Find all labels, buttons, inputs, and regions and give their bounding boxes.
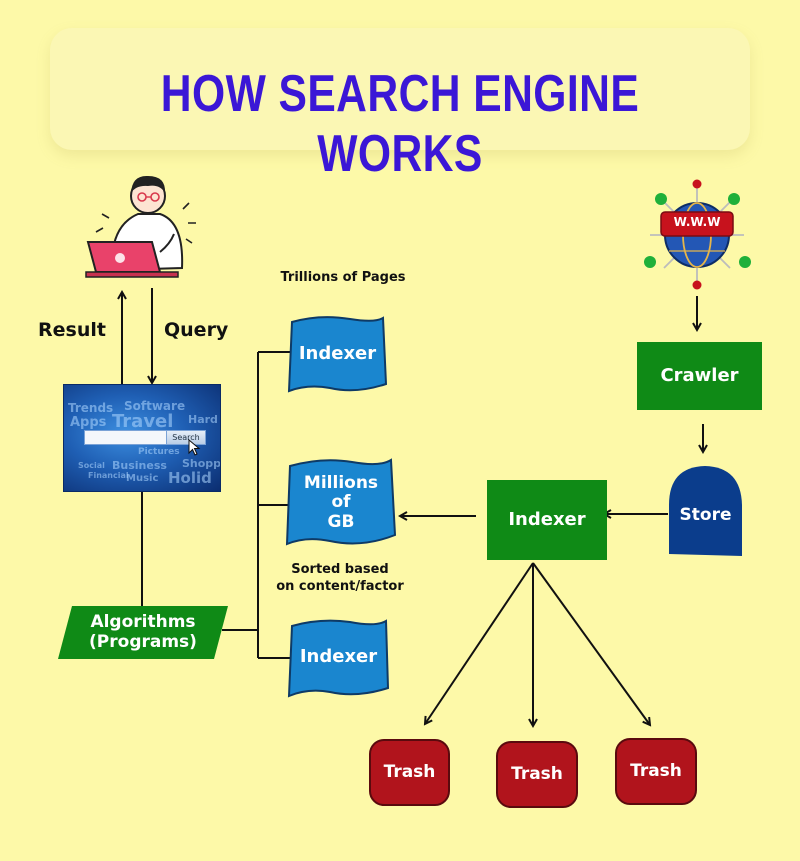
trash-label-3: Trash [630,760,682,781]
search-input [84,430,168,445]
search-button: Search [166,430,206,445]
panel-word: Social [78,461,105,470]
trash-node-3 [615,738,697,805]
indexer-top-node [287,316,388,393]
indexer-main-label: Indexer [508,508,586,530]
cursor-icon [188,439,201,456]
panel-word: Hard [188,413,218,426]
arrow-to-trash-1 [425,562,534,724]
algorithms-node [58,606,228,659]
panel-word: Trends [68,401,114,415]
trash-label-2: Trash [511,763,563,784]
trash-node-1 [369,739,450,806]
trash-label-1: Trash [383,761,436,782]
millions-gb-label: Millions of GB [303,472,379,532]
sorted-note: Sorted based on content/factor [276,562,404,594]
indexer-top-label: Indexer [298,342,377,364]
www-globe-icon [644,179,751,290]
store-node [669,466,742,556]
user-laptop-illustration [85,175,196,278]
title-card: HOW SEARCH ENGINE WORKS [50,28,750,183]
store-label: Store [679,505,732,526]
panel-word: Software [124,399,186,413]
panel-word: Shopp [182,457,221,470]
millions-gb-node [285,458,397,546]
panel-word: Pictures [138,447,180,457]
panel-word: Business [112,459,167,472]
panel-word: Travel [112,411,174,432]
panel-word: Holid [168,469,212,487]
arrow-to-trash-3 [532,562,650,725]
crawler-node [637,342,762,410]
page-title: HOW SEARCH ENGINE WORKS [160,65,640,183]
panel-word: Music [126,473,159,484]
trillions-note: Trillions of Pages [280,270,406,285]
indexer-bottom-label: Indexer [299,645,378,667]
indexer-bottom-node [287,619,390,698]
indexer-bracket [222,351,290,659]
panel-word: Financial [88,471,129,480]
algorithms-label: Algorithms (Programs) [89,611,197,652]
result-label: Result [38,319,106,341]
crawler-label: Crawler [660,364,739,386]
trash-node-2 [496,741,578,808]
query-label: Query [164,319,229,341]
search-engine-panel: Trends Software Apps Travel Hard Picture… [63,384,221,492]
panel-word: Apps [70,415,107,430]
globe-label: W.W.W [673,215,721,229]
indexer-main-node [487,480,607,560]
